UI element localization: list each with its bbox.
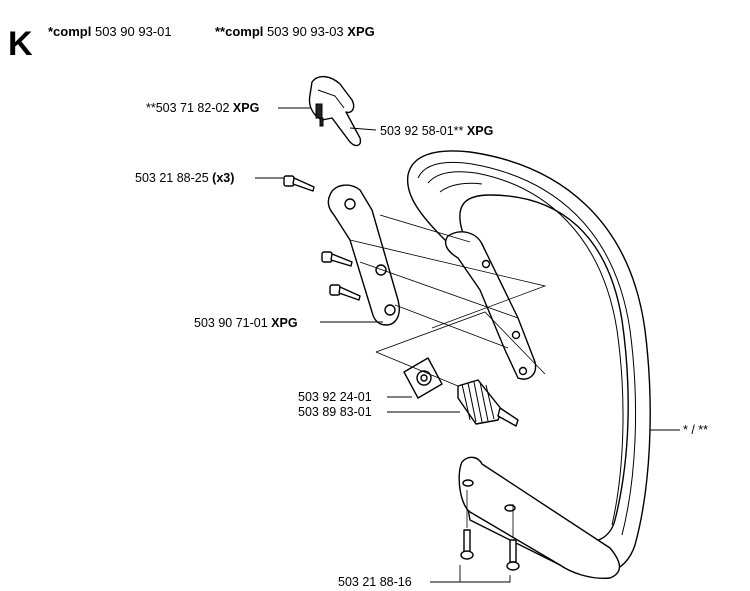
leader-lines (255, 107, 680, 583)
spring-drawing (457, 379, 519, 427)
compl-reference-2: **compl 503 90 93-03 XPG (215, 24, 375, 39)
callout-vibration-plate: 503 92 24-01 (298, 390, 372, 404)
callout-bracket: 503 90 71-01 XPG (194, 316, 298, 330)
callout-spring: 503 89 83-01 (298, 405, 372, 419)
front-handle-drawing (406, 150, 651, 580)
callout-switch-part: **503 71 82-02 XPG (146, 101, 259, 115)
section-letter: K (8, 25, 33, 63)
callout-bottom-screws: 503 21 88-16 (338, 575, 412, 589)
bottom-screws-drawing (460, 529, 520, 571)
screws-x3-drawing (283, 175, 361, 301)
callout-switch-lever: 503 92 58-01** XPG (380, 124, 493, 138)
callout-handle: * / ** (683, 423, 708, 437)
callout-screws-x3: 503 21 88-25 (x3) (135, 171, 234, 185)
assembly-guide-lines (349, 214, 547, 538)
compl-reference-1: *compl 503 90 93-01 (48, 24, 172, 39)
bracket-drawing (327, 184, 400, 326)
vibration-plate-drawing (403, 357, 443, 399)
switch-assembly-drawing (308, 75, 362, 147)
